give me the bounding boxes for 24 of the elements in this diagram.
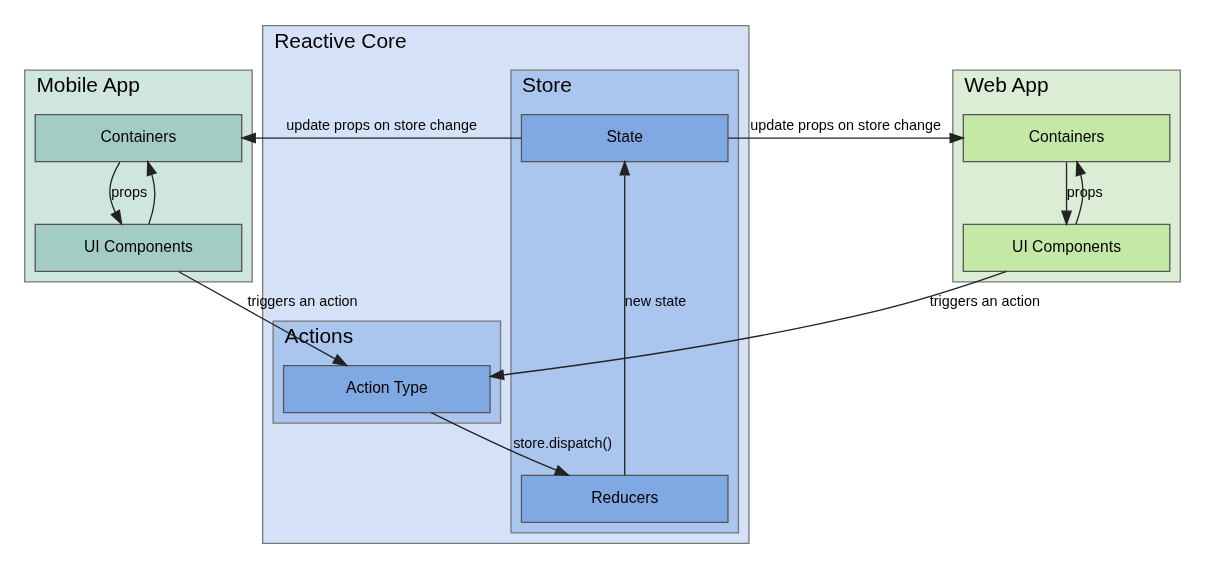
edge-label: triggers an action [247,293,358,310]
edge-label: props [111,183,148,200]
node-box: Containers [962,113,1171,163]
arrow [1075,160,1087,225]
arrow [109,161,123,226]
arrow [146,159,158,225]
edge-label: triggers an action [929,293,1040,310]
node-box: UI Components [962,223,1171,273]
node-box: Reducers [520,474,729,524]
node-box: Action Type [282,364,491,414]
arrow [177,270,349,367]
edge-label: new state [624,293,687,310]
arrow [727,132,966,144]
edge-label: update props on store change [286,117,477,133]
arrow [430,412,571,476]
edge-label: update props on store change [750,117,942,133]
edge-label: store.dispatch() [513,434,613,451]
node-box: State [520,113,729,163]
arrow [619,159,631,476]
node-box: Containers [34,113,243,163]
arrow [240,132,522,144]
arrow [488,270,1008,381]
arrow [1061,161,1073,227]
node-box: UI Components [34,223,243,273]
